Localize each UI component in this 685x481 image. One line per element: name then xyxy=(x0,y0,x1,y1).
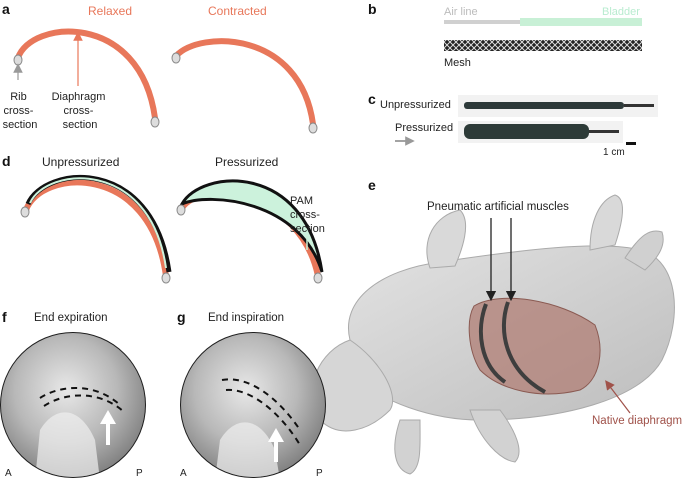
label-f-left: A xyxy=(5,468,12,479)
panel-c: c Unpressurized Pressurized 1 cm xyxy=(368,91,658,158)
panel-a: a Relaxed Contracted Rib cross- section … xyxy=(2,1,318,134)
pam-muscle-1 xyxy=(478,303,507,384)
panel-letter-e: e xyxy=(368,177,376,193)
mesh-bar xyxy=(444,40,642,51)
xray-f-heart xyxy=(35,412,100,477)
xray-g-heart xyxy=(215,422,280,477)
pam-pressurized xyxy=(464,124,589,139)
pam-unpressurized xyxy=(464,102,624,109)
bladder-bar xyxy=(520,18,642,26)
label-pressurized-c: Pressurized xyxy=(395,122,453,134)
label-unpressurized-d: Unpressurized xyxy=(42,155,119,169)
panel-g: g End inspiration A P xyxy=(177,309,326,479)
pig-leg-4 xyxy=(469,409,520,463)
scale-bar xyxy=(626,142,636,145)
tube-unpressurized xyxy=(624,104,654,107)
panel-f: f End expiration A P xyxy=(0,309,147,480)
title-g: End inspiration xyxy=(208,312,284,324)
label-unpressurized-c: Unpressurized xyxy=(380,99,451,111)
pam-trace-g1 xyxy=(221,378,301,431)
panel-letter-b: b xyxy=(368,1,377,17)
label-muscles: Pneumatic artificial muscles xyxy=(427,201,569,213)
panel-e: e Pneumatic artificial muscles Native di… xyxy=(311,177,682,475)
tube-pressurized xyxy=(589,130,619,133)
label-bladder: Bladder xyxy=(602,6,640,18)
panel-d: d Unpressurized Pressurized PAM cross- s… xyxy=(2,153,325,284)
rib-node-d1 xyxy=(20,206,30,218)
native-arrow xyxy=(605,380,631,414)
diaphragm-d-left xyxy=(23,179,169,279)
air-line-bar xyxy=(444,20,524,24)
rib-node-right-2 xyxy=(308,122,318,134)
pam-label: PAM cross- section xyxy=(290,195,325,235)
pam-d-right xyxy=(178,179,324,273)
diaphragm-contracted xyxy=(173,38,316,127)
pam-d-left-fill xyxy=(29,177,167,269)
label-contracted: Contracted xyxy=(208,4,267,18)
label-air-line: Air line xyxy=(444,6,478,18)
pig-head xyxy=(311,339,394,432)
label-native: Native diaphragm xyxy=(592,415,682,427)
panel-letter-a: a xyxy=(2,1,10,17)
panel-b: b Air line Bladder Mesh xyxy=(368,1,642,69)
arrow-f-head xyxy=(100,410,116,424)
diaphragm-label: Diaphragm cross- section xyxy=(52,91,109,131)
pig-leg-2 xyxy=(624,230,664,271)
rib-node-left-2 xyxy=(171,52,181,64)
label-pressurized-d: Pressurized xyxy=(215,155,278,169)
panel-letter-f: f xyxy=(2,309,7,325)
label-g-right: P xyxy=(316,468,323,479)
rib-node-d3 xyxy=(176,204,186,216)
pig-leg-5 xyxy=(394,419,421,475)
pig-leg-1 xyxy=(589,194,623,251)
rib-label: Rib cross- section xyxy=(3,91,38,131)
panel-letter-d: d xyxy=(2,153,11,169)
scale-label: 1 cm xyxy=(603,147,625,158)
rib-node-d4 xyxy=(313,272,323,284)
rib-node-d2 xyxy=(161,272,171,284)
label-f-right: P xyxy=(136,468,143,479)
panel-letter-c: c xyxy=(368,91,376,107)
diaphragm-relaxed xyxy=(15,28,158,121)
panel-letter-g: g xyxy=(177,309,186,325)
pig-leg-3 xyxy=(426,209,467,269)
rib-node-right xyxy=(150,116,160,128)
label-g-left: A xyxy=(180,468,187,479)
title-f: End expiration xyxy=(34,312,108,324)
pam-muscle-2 xyxy=(501,301,546,394)
arrow-g-head xyxy=(268,428,284,442)
label-mesh: Mesh xyxy=(444,57,471,69)
rib-node-left xyxy=(13,54,23,66)
label-relaxed: Relaxed xyxy=(88,4,132,18)
